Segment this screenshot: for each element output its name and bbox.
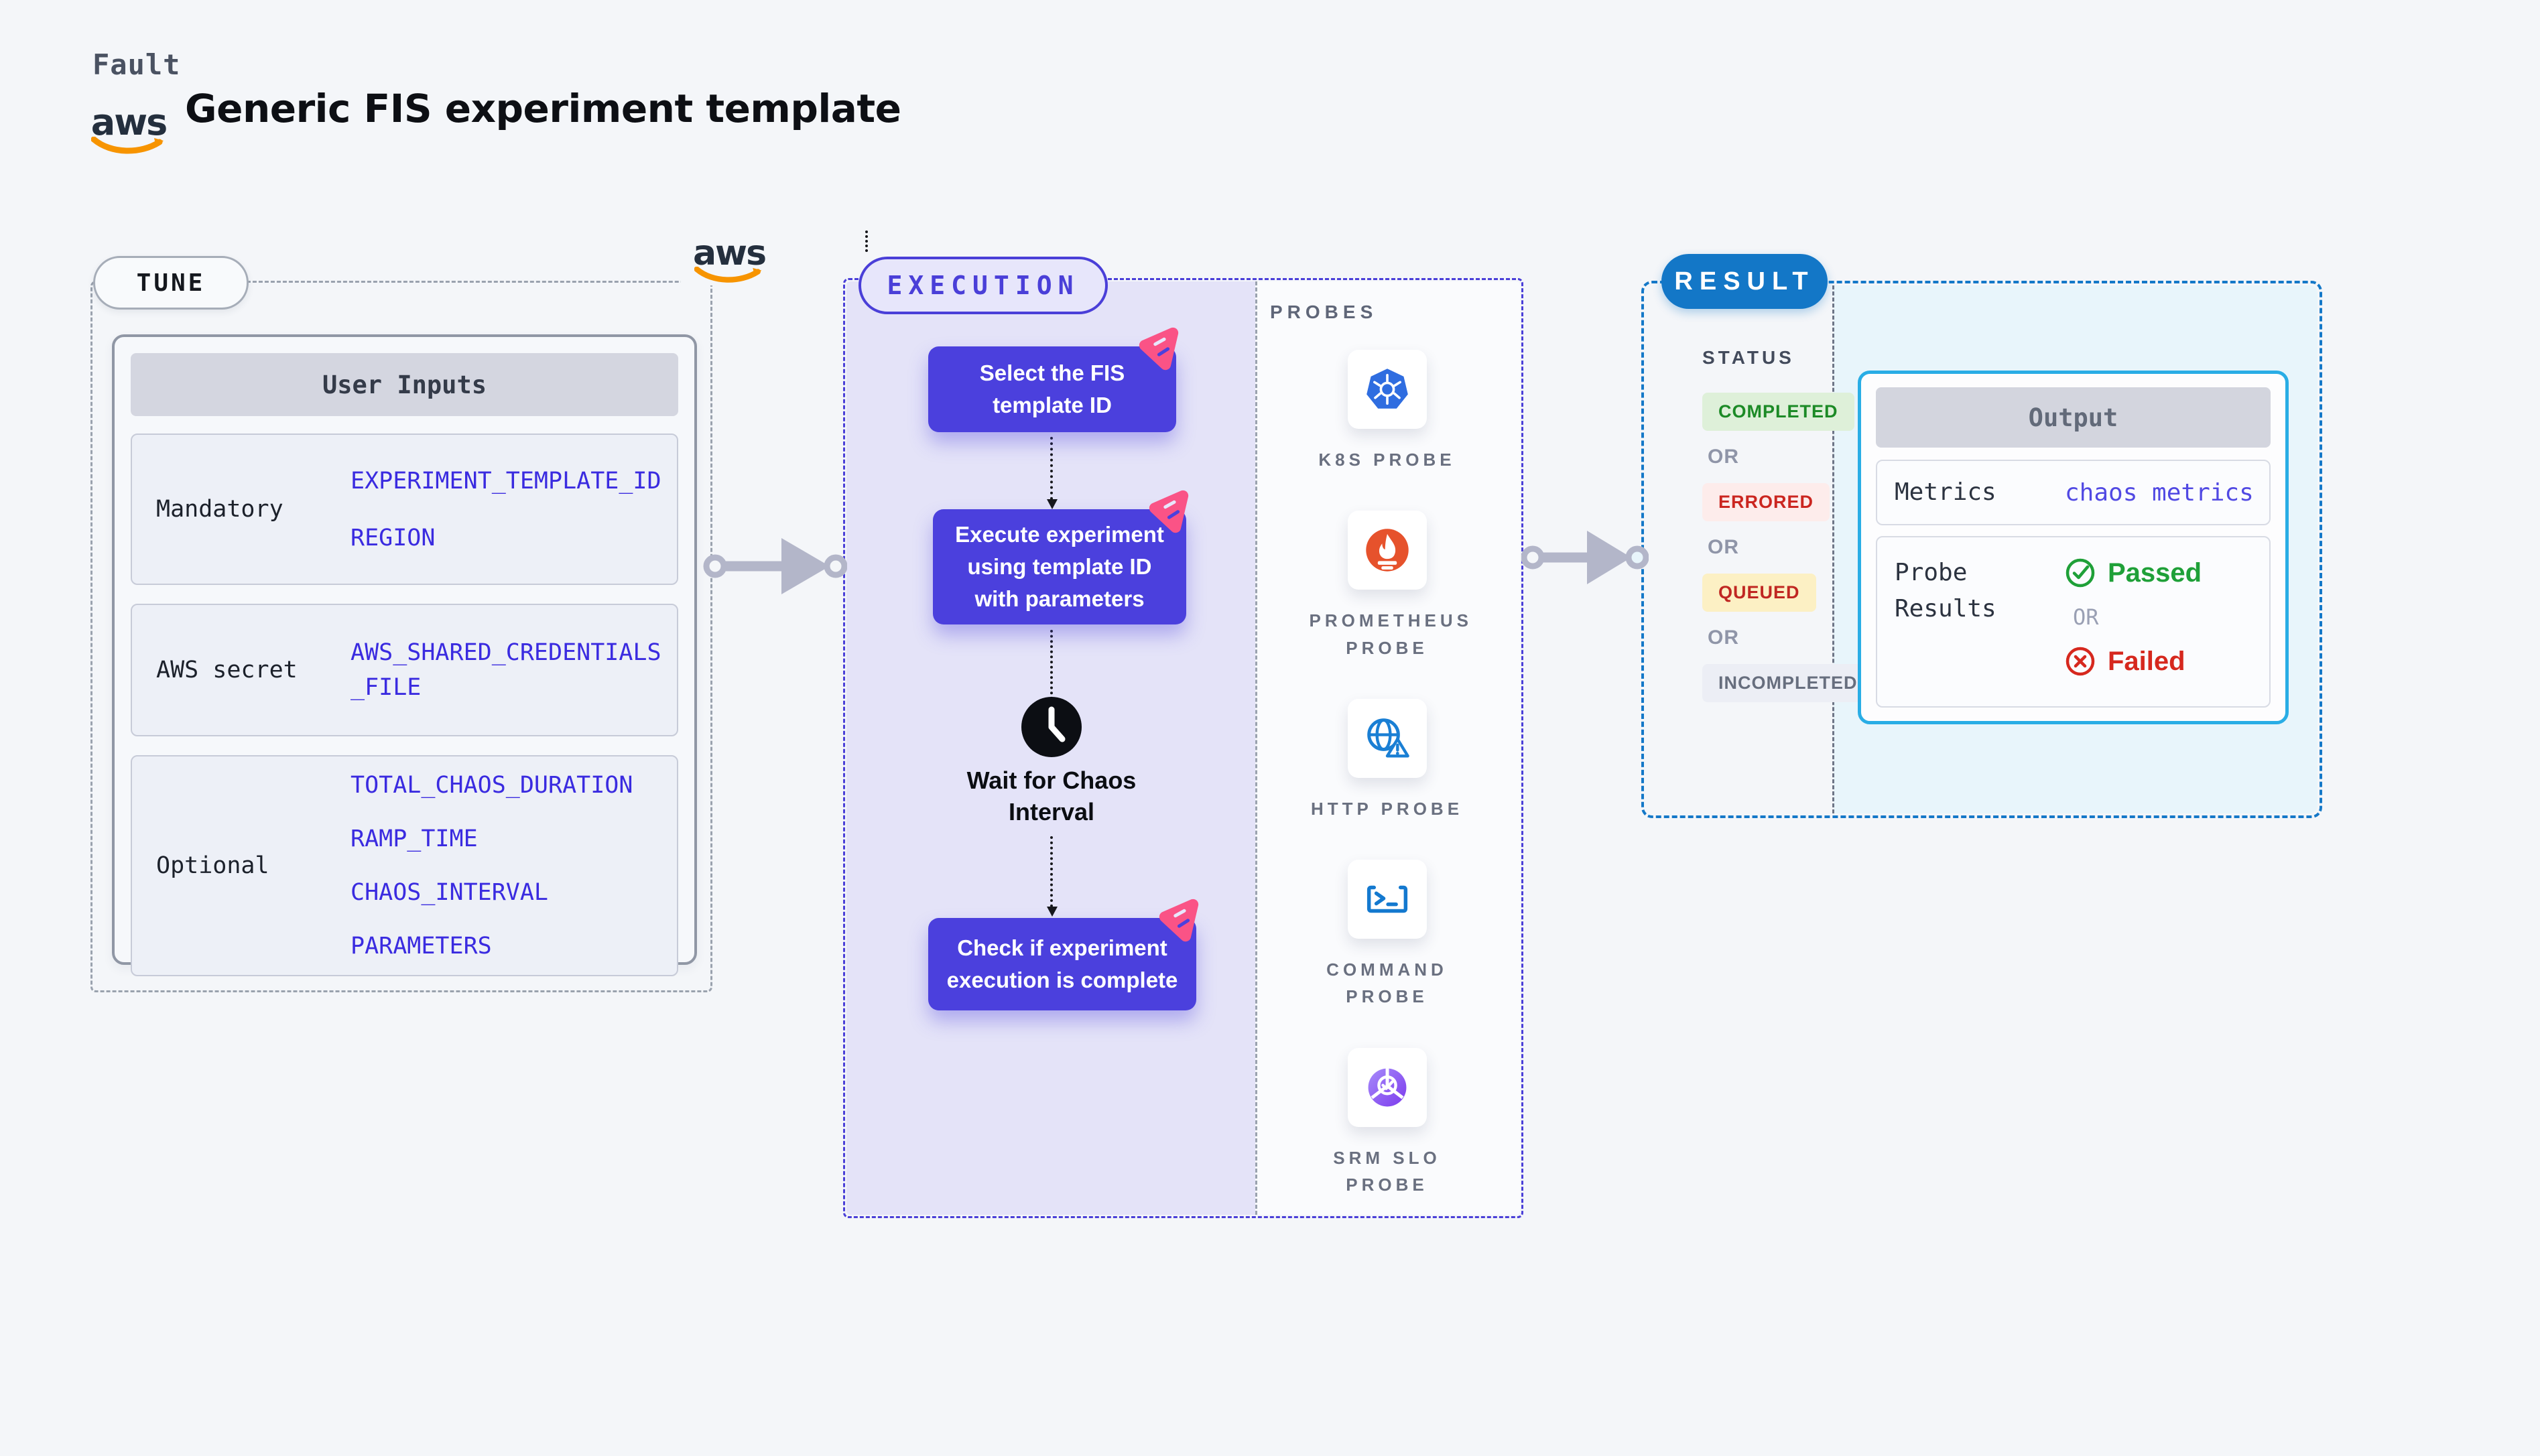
user-inputs-header: User Inputs xyxy=(131,353,678,416)
x-circle-icon xyxy=(2066,647,2095,676)
row-label: Optional xyxy=(156,852,269,879)
flow-connector xyxy=(1047,630,1058,709)
failed-label: Failed xyxy=(2108,646,2185,676)
user-inputs-card: User Inputs Mandatory EXPERIMENT_TEMPLAT… xyxy=(112,334,697,976)
brand-label: Fault xyxy=(92,48,181,81)
probe-card xyxy=(1347,698,1427,778)
status-list: COMPLETED OR ERRORED OR QUEUED OR INCOMP… xyxy=(1702,393,1874,702)
env-var: PARAMETERS xyxy=(351,933,492,959)
flow-connector xyxy=(1047,836,1058,917)
probe-results-values: Passed OR Failed xyxy=(2065,555,2202,706)
probe-label: COMMAND PROBE xyxy=(1326,959,1448,1007)
probe-label: K8S PROBE xyxy=(1318,450,1456,470)
probe-card xyxy=(1347,860,1427,939)
env-var: REGION xyxy=(351,524,436,551)
prometheus-icon xyxy=(1365,529,1409,572)
or-separator: OR xyxy=(2073,604,2099,630)
step-check-complete[interactable]: Check if experiment execution is complet… xyxy=(928,899,1199,1010)
status-badge-completed: COMPLETED xyxy=(1702,393,1854,431)
litmus-chaos-icon xyxy=(1159,899,1199,942)
table-row-mandatory: Mandatory EXPERIMENT_TEMPLATE_ID REGION xyxy=(131,434,678,585)
flow-arrow-execution-to-result xyxy=(1521,531,1649,584)
metrics-label: Metrics xyxy=(1895,478,1996,506)
env-var: CHAOS_INTERVAL xyxy=(351,879,549,906)
output-header: Output xyxy=(1876,387,2271,448)
litmus-chaos-icon xyxy=(1139,327,1179,371)
aws-logo-text: aws xyxy=(90,101,168,143)
step-label: Check if experiment execution is complet… xyxy=(946,935,1178,992)
tune-badge: TUNE xyxy=(93,256,249,310)
kubernetes-icon xyxy=(1366,369,1408,409)
probe-card xyxy=(1347,511,1427,590)
passed-row: Passed xyxy=(2065,557,2202,588)
flow-connector xyxy=(1047,437,1058,509)
aws-smile-icon xyxy=(694,267,762,283)
status-badge-queued: QUEUED xyxy=(1702,574,1816,612)
result-divider xyxy=(1832,285,1834,813)
probes-title: PROBES xyxy=(1270,302,1378,322)
probe-http[interactable]: HTTP PROBE xyxy=(1310,698,1465,822)
step-execute-experiment[interactable]: Execute experiment using template ID wit… xyxy=(933,490,1189,624)
check-circle-icon xyxy=(2066,558,2095,588)
row-label: Mandatory xyxy=(156,496,283,523)
user-inputs-rows: Mandatory EXPERIMENT_TEMPLATE_ID REGION … xyxy=(131,434,678,976)
chaos-metrics-link[interactable]: chaos metrics xyxy=(2065,478,2254,507)
terminal-icon xyxy=(1367,885,1407,913)
aws-logo: aws xyxy=(88,105,169,157)
or-separator: OR xyxy=(1708,446,1739,468)
probe-label: PROMETHEUS PROBE xyxy=(1309,610,1472,658)
metrics-row: Metrics chaos metrics xyxy=(1876,460,2271,525)
status-column: STATUS COMPLETED OR ERRORED OR QUEUED OR… xyxy=(1702,347,1874,702)
wait-step-label: Wait for Chaos Interval xyxy=(966,767,1137,825)
aws-logo-text: aws xyxy=(692,233,767,273)
probe-label: SRM SLO PROBE xyxy=(1333,1147,1441,1195)
step-label: Select the FIS template ID xyxy=(979,360,1125,417)
status-title: STATUS xyxy=(1702,347,1795,368)
slo-gauge-icon xyxy=(1368,1067,1406,1107)
flow-arrow-tune-to-execution xyxy=(703,538,847,594)
output-card: Output Metrics chaos metrics Probe Resul… xyxy=(1858,371,2289,724)
tune-container xyxy=(90,281,712,992)
env-var: AWS_SHARED_CREDENTIALS_FILE xyxy=(351,639,661,702)
failed-row: Failed xyxy=(2065,646,2202,677)
probe-card xyxy=(1347,350,1427,429)
env-var: RAMP_TIME xyxy=(351,825,478,852)
probe-card xyxy=(1347,1047,1427,1127)
table-row-aws-secret: AWS secret AWS_SHARED_CREDENTIALS_FILE xyxy=(131,604,678,736)
result-badge: RESULT xyxy=(1661,254,1828,309)
litmus-chaos-icon xyxy=(1149,490,1189,533)
row-label: AWS secret xyxy=(156,657,298,683)
probe-command[interactable]: COMMAND PROBE xyxy=(1310,860,1465,1010)
row-values: TOTAL_CHAOS_DURATION RAMP_TIME CHAOS_INT… xyxy=(351,772,633,959)
env-var: TOTAL_CHAOS_DURATION xyxy=(351,772,633,799)
probe-label: HTTP PROBE xyxy=(1310,798,1464,819)
execution-top-tick xyxy=(865,230,868,252)
passed-label: Passed xyxy=(2108,557,2202,588)
step-select-template[interactable]: Select the FIS template ID xyxy=(928,327,1179,432)
clock-icon xyxy=(1021,697,1082,757)
probes-divider xyxy=(1255,281,1257,1215)
probe-srm-slo[interactable]: SRM SLO PROBE xyxy=(1310,1047,1465,1199)
probe-results-row: Probe Results Passed OR Failed xyxy=(1876,536,2271,708)
row-values: EXPERIMENT_TEMPLATE_ID REGION xyxy=(351,468,661,551)
probe-results-label: Probe Results xyxy=(1895,559,1996,622)
probe-k8s[interactable]: K8S PROBE xyxy=(1310,350,1465,473)
env-var: EXPERIMENT_TEMPLATE_ID xyxy=(351,467,661,494)
or-separator: OR xyxy=(1708,536,1739,558)
status-badge-errored: ERRORED xyxy=(1702,483,1830,521)
step-label: Execute experiment using template ID wit… xyxy=(955,522,1164,611)
or-separator: OR xyxy=(1708,626,1739,649)
page-title: Generic FIS experiment template xyxy=(185,86,901,131)
probe-prometheus[interactable]: PROMETHEUS PROBE xyxy=(1309,511,1472,661)
row-values: AWS_SHARED_CREDENTIALS_FILE xyxy=(351,635,663,706)
aws-logo-tune: aws xyxy=(681,236,777,285)
status-badge-incompleted: INCOMPLETED xyxy=(1702,664,1874,702)
aws-smile-icon xyxy=(91,137,164,154)
execution-badge: EXECUTION xyxy=(859,257,1108,314)
probe-list: K8S PROBE PROMETHEUS PROBE xyxy=(1255,350,1519,1198)
globe-warning-icon xyxy=(1367,718,1409,758)
table-row-optional: Optional TOTAL_CHAOS_DURATION RAMP_TIME … xyxy=(131,755,678,976)
